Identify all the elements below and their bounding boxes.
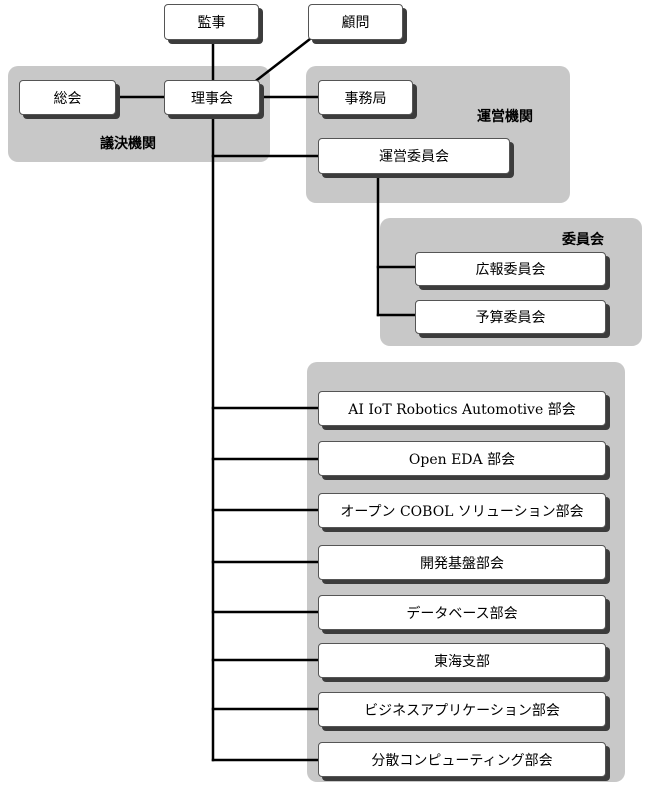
general-assembly-node: 総会	[19, 80, 116, 115]
operations-group-label: 運営機関	[477, 109, 533, 125]
steering-committee-node: 運営委員会	[318, 138, 510, 174]
board-node: 理事会	[164, 80, 260, 115]
division-node: 東海支部	[318, 643, 606, 678]
division-node: 分散コンピューティング部会	[318, 742, 606, 777]
division-node: AI IoT Robotics Automotive 部会	[318, 391, 606, 426]
decision-group-label: 議決機関	[100, 136, 156, 152]
division-node: 開発基盤部会	[318, 545, 606, 580]
connector-advisor-board	[255, 37, 312, 82]
pr-committee-node: 広報委員会	[415, 252, 606, 286]
division-node: Open EDA 部会	[318, 441, 606, 476]
audit-node: 監事	[164, 4, 259, 40]
secretariat-node: 事務局	[318, 80, 413, 115]
committees-group-label: 委員会	[562, 232, 604, 248]
division-node: オープン COBOL ソリューション部会	[318, 493, 606, 528]
budget-committee-node: 予算委員会	[415, 300, 606, 334]
division-node: ビジネスアプリケーション部会	[318, 692, 606, 727]
advisor-node: 顧問	[308, 4, 403, 40]
division-node: データベース部会	[318, 595, 606, 630]
